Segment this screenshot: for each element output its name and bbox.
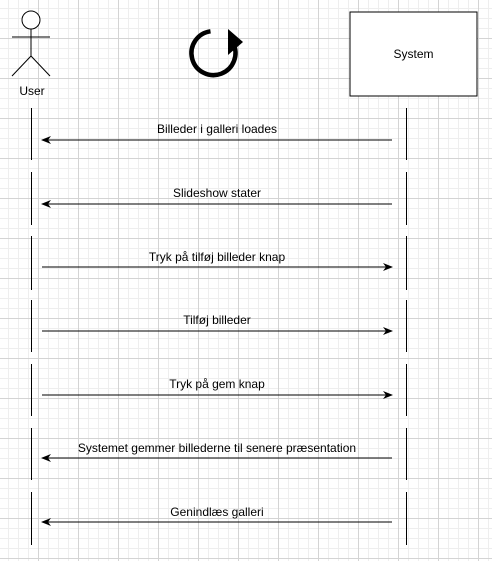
message-label: Tryk på gem knap (169, 377, 265, 391)
message-label: Systemet gemmer billederne til senere pr… (78, 441, 356, 455)
message-label: Genindlæs galleri (170, 505, 263, 519)
system-box: System (349, 11, 478, 97)
message-7: Genindlæs galleri (41, 505, 392, 526)
actor-user: User (11, 10, 51, 98)
message-5: Tryk på gem knap (42, 377, 393, 399)
message-4: Tilføj billeder (42, 313, 393, 335)
refresh-icon (189, 29, 243, 78)
system-label: System (393, 47, 433, 61)
message-label: Tryk på tilføj billeder knap (149, 250, 286, 264)
message-1: Billeder i galleri loades (41, 122, 392, 144)
actor-label: User (19, 84, 44, 98)
message-label: Slideshow stater (173, 186, 261, 200)
message-3: Tryk på tilføj billeder knap (42, 250, 393, 271)
message-6: Systemet gemmer billederne til senere pr… (41, 441, 392, 462)
message-label: Tilføj billeder (183, 313, 251, 327)
stick-figure-icon (11, 10, 51, 77)
message-label: Billeder i galleri loades (157, 122, 277, 136)
message-2: Slideshow stater (41, 186, 392, 208)
